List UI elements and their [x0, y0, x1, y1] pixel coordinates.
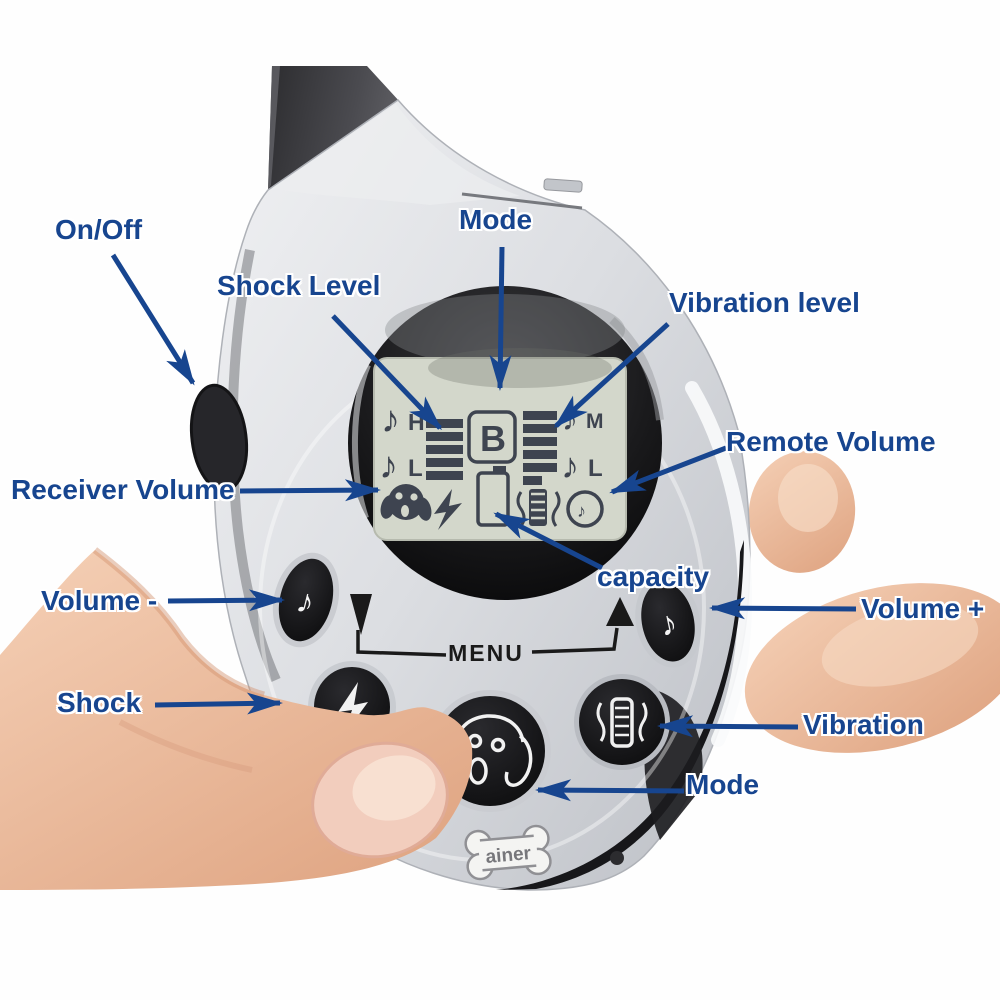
- svg-text:L: L: [408, 455, 423, 482]
- shock-bolt-icon: [434, 489, 462, 530]
- svg-text:♪: ♪: [379, 445, 398, 487]
- thumbnail-shine: [352, 755, 436, 821]
- arrow-on-off: [110, 253, 196, 386]
- hand-thumb-front: [0, 547, 473, 890]
- arrow-volume-minus: [167, 589, 285, 612]
- svg-text:♪: ♪: [381, 399, 400, 441]
- arrow-vibration-level: [553, 322, 670, 429]
- label-volume-plus: Volume +: [861, 593, 985, 624]
- label-volume-minus: Volume -: [41, 585, 158, 616]
- menu-label: MENU: [448, 640, 524, 666]
- left-rim-shadow: [227, 249, 281, 683]
- arrow-shock-level: [331, 314, 443, 431]
- menu-down-triangle: [350, 594, 372, 635]
- label-vibration-level: Vibration level: [669, 287, 860, 318]
- logo-text: ainer: [485, 843, 533, 868]
- arrow-volume-plus: [709, 597, 857, 620]
- arrow-receiver-volume: [239, 479, 381, 502]
- svg-text:B: B: [480, 418, 506, 459]
- arrow-remote-volume: [609, 445, 727, 495]
- menu-marking: MENU: [350, 594, 634, 666]
- label-vibration: Vibration: [803, 709, 924, 740]
- shock-level-gauge-icon: [426, 419, 463, 480]
- svg-text:♪: ♪: [561, 445, 579, 486]
- svg-text:♪: ♪: [577, 501, 586, 521]
- label-shock-level: Shock Level: [217, 270, 381, 301]
- arrow-mode-top: [489, 246, 512, 391]
- volume-minus-button: ♪: [272, 552, 340, 648]
- arrow-shock: [154, 692, 283, 715]
- dog-receiver-icon: [380, 484, 432, 521]
- svg-text:L: L: [588, 455, 603, 482]
- top-clip-tab: [543, 178, 583, 193]
- battery-icon: [476, 466, 510, 527]
- label-shock: Shock: [57, 687, 142, 718]
- hand-fingers-behind: [744, 451, 1000, 753]
- label-remote-volume: Remote Volume: [726, 426, 936, 457]
- label-mode-bottom: Mode: [686, 769, 760, 800]
- brand-bone-logo: ainer: [464, 824, 552, 881]
- body-shoulder-highlight: [272, 104, 520, 205]
- antenna: [268, 66, 400, 190]
- power-side-button: [189, 383, 249, 493]
- vibration-button: [574, 674, 670, 770]
- lanyard-hole: [610, 851, 624, 865]
- label-on-off: On/Off: [55, 214, 143, 245]
- lightning-icon: [338, 682, 368, 735]
- volume-plus-button: ♪: [635, 576, 701, 668]
- thumb-edge-shadow: [92, 547, 265, 699]
- tone-low-left-icon: ♪ L: [379, 445, 423, 487]
- vibration-icon: [596, 697, 648, 748]
- tone-low-right-icon: ♪ L: [561, 445, 603, 486]
- right-edge-highlight: [685, 381, 753, 747]
- bezel-gloss-right: [609, 317, 664, 421]
- arrow-vibration: [657, 715, 799, 738]
- remote-speaker-icon: ♪: [566, 490, 604, 528]
- svg-text:M: M: [586, 410, 604, 433]
- arrow-capacity: [493, 511, 604, 571]
- label-mode-top: Mode: [459, 204, 533, 235]
- label-receiver-volume: Receiver Volume: [11, 474, 235, 505]
- bezel-reflection: [385, 294, 625, 366]
- menu-up-triangle: [606, 597, 634, 626]
- label-capacity: capacity: [597, 561, 710, 592]
- annotation-arrows: [110, 246, 857, 802]
- arrow-mode-bottom: [535, 779, 685, 802]
- vibration-level-gauge-icon: [523, 411, 557, 485]
- palm-crease: [118, 719, 253, 773]
- boost-icon: B: [467, 410, 517, 464]
- top-seam: [461, 192, 583, 210]
